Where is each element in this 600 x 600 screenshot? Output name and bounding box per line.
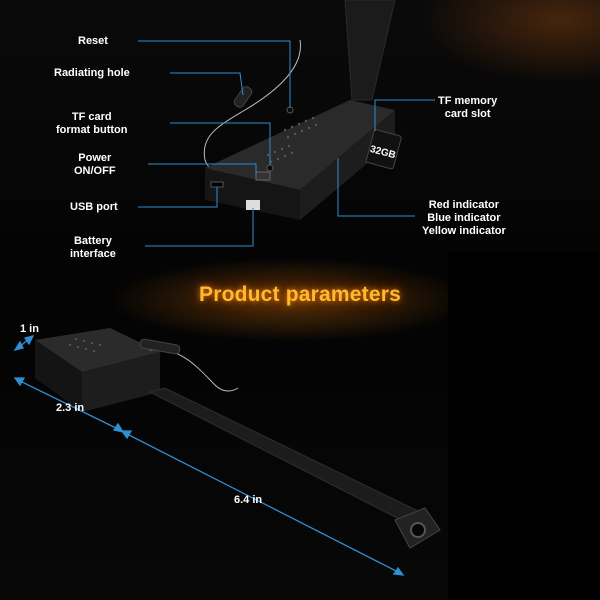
callout-power-line1: Power <box>78 152 112 164</box>
sd-card: 32GB <box>365 129 402 170</box>
callout-power: Power ON/OFF <box>74 152 116 178</box>
speaker-grille <box>266 116 318 164</box>
callout-indicator-blue: Blue indicator <box>427 212 501 224</box>
antenna-sleeve <box>233 86 253 108</box>
callout-indicators: Red indicator Blue indicator Yellow indi… <box>422 199 506 238</box>
callout-reset: Reset <box>78 35 108 47</box>
callout-power-line2: ON/OFF <box>74 165 116 177</box>
callout-tf-slot-line1: TF memory <box>438 95 498 107</box>
top-ribbon-cable <box>344 0 396 101</box>
callout-radiating-hole: Radiating hole <box>54 67 130 79</box>
dimension-arrows <box>13 335 405 576</box>
camera-module-top: 32GB <box>205 100 402 220</box>
callout-indicator-yellow: Yellow indicator <box>422 225 506 237</box>
dimension-height: 1 in <box>20 323 39 335</box>
callout-tf-format-line1: TF card <box>71 111 112 123</box>
callout-tf-slot-line2: card slot <box>444 108 491 120</box>
callout-battery-line1: Battery <box>73 235 112 247</box>
dimension-length: 6.4 in <box>234 494 263 506</box>
camera-module-bottom <box>35 328 441 549</box>
callout-tf-slot: TF memory card slot <box>438 95 497 121</box>
dark-panel <box>448 252 600 600</box>
callout-battery: Battery interface <box>70 235 116 261</box>
format-button <box>266 164 274 172</box>
callout-indicator-red: Red indicator <box>428 199 500 211</box>
power-switch <box>255 171 271 181</box>
section-title: Product parameters <box>198 283 401 306</box>
camera-lens <box>410 522 426 538</box>
usb-port <box>210 181 224 188</box>
dimension-width: 2.3 in <box>56 402 85 414</box>
callout-usb-port: USB port <box>70 201 118 213</box>
battery-connector <box>246 200 260 210</box>
callout-tf-format: TF card format button <box>56 111 127 137</box>
callout-battery-line2: interface <box>70 248 116 260</box>
callout-lines <box>138 40 435 247</box>
callout-tf-format-line2: format button <box>56 124 128 136</box>
